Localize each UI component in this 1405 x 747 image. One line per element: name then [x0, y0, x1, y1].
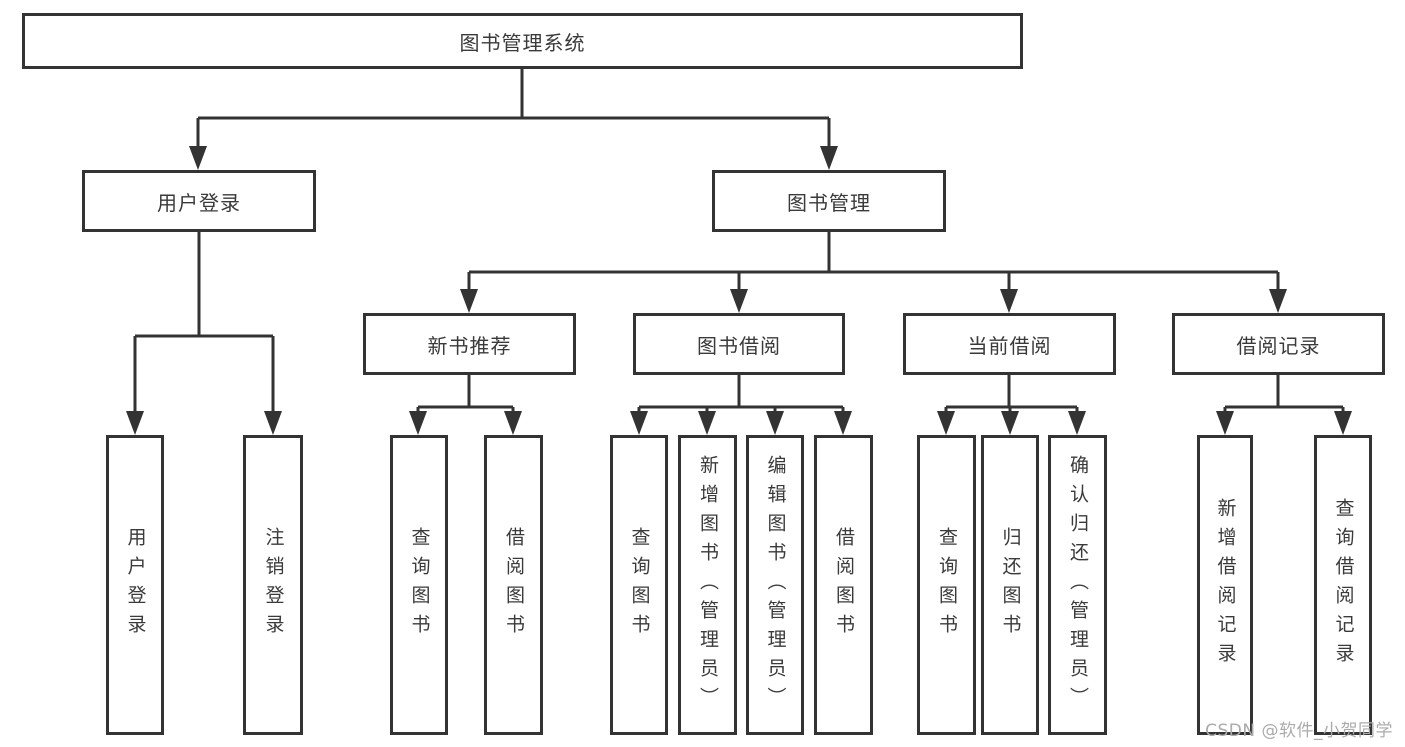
leaf-records-add-record-label: 新增借阅记录 [1214, 498, 1237, 672]
leaf-current-confirm-return-admin-label: 确认归还（管理员） [1067, 454, 1089, 716]
leaf-borrow-borrow-books-label: 借阅图书 [833, 527, 855, 643]
node-current-borrow: 当前借阅 [903, 313, 1116, 375]
node-book-management-label: 图书管理 [787, 190, 871, 215]
leaf-newbook-borrow-books-label: 借阅图书 [503, 527, 525, 643]
node-user-login-label: 用户登录 [157, 190, 241, 215]
leaf-current-return-books-label: 归还图书 [999, 527, 1022, 643]
leaf-borrow-add-books-admin-label: 新增图书（管理员） [697, 454, 719, 716]
leaf-logout: 注销登录 [243, 435, 303, 735]
leaf-user-login: 用户登录 [106, 435, 164, 735]
node-root-label: 图书管理系统 [459, 30, 586, 55]
node-book-borrow: 图书借阅 [633, 313, 845, 375]
leaf-borrow-edit-books-admin-label: 编辑图书（管理员） [764, 454, 787, 716]
arrowhead-icons [126, 146, 1352, 435]
node-new-book-recommend: 新书推荐 [363, 313, 576, 375]
node-book-borrow-label: 图书借阅 [697, 333, 781, 358]
leaf-records-add-record: 新增借阅记录 [1197, 435, 1253, 735]
csdn-watermark: CSDN @软件_小贺同学 [1205, 721, 1393, 741]
leaf-borrow-borrow-books: 借阅图书 [814, 435, 873, 735]
leaf-records-query-record-label: 查询借阅记录 [1332, 498, 1355, 672]
node-current-borrow-label: 当前借阅 [967, 333, 1052, 358]
leaf-current-query-books: 查询图书 [917, 435, 976, 735]
leaf-logout-label: 注销登录 [262, 527, 285, 643]
leaf-newbook-query-books: 查询图书 [390, 435, 448, 735]
leaf-borrow-query-books: 查询图书 [610, 435, 668, 735]
leaf-borrow-add-books-admin: 新增图书（管理员） [678, 435, 737, 735]
node-book-management: 图书管理 [712, 170, 946, 232]
node-borrow-records-label: 借阅记录 [1236, 333, 1321, 358]
node-borrow-records: 借阅记录 [1172, 313, 1385, 375]
node-root: 图书管理系统 [22, 13, 1023, 69]
node-user-login: 用户登录 [82, 170, 316, 232]
leaf-borrow-query-books-label: 查询图书 [628, 527, 651, 643]
leaf-current-return-books: 归还图书 [981, 435, 1039, 735]
leaf-current-query-books-label: 查询图书 [936, 527, 958, 643]
leaf-records-query-record: 查询借阅记录 [1314, 435, 1372, 735]
node-new-book-recommend-label: 新书推荐 [427, 333, 512, 358]
leaf-newbook-query-books-label: 查询图书 [408, 527, 431, 643]
leaf-current-confirm-return-admin: 确认归还（管理员） [1048, 435, 1107, 735]
leaf-borrow-edit-books-admin: 编辑图书（管理员） [746, 435, 804, 735]
leaf-newbook-borrow-books: 借阅图书 [484, 435, 543, 735]
leaf-user-login-label: 用户登录 [124, 527, 147, 643]
